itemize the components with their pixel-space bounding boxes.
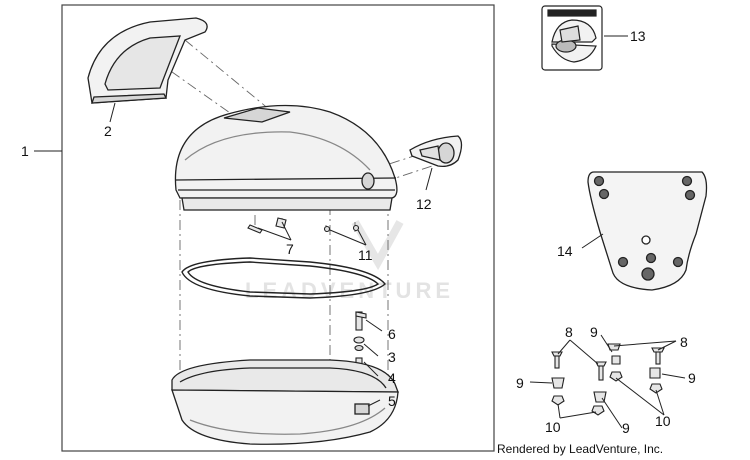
callout-6: 6 [388, 326, 396, 342]
callout-9: 9 [622, 420, 630, 436]
watermark: LEADVENTURE [245, 220, 454, 303]
top-case-base-part-1 [171, 359, 399, 445]
label-part-13 [541, 5, 603, 71]
svg-text:LEADVENTURE: LEADVENTURE [245, 278, 454, 303]
callout-9: 9 [688, 370, 696, 386]
callout-2: 2 [104, 123, 112, 139]
hardware-parts-3-4-6 [353, 311, 367, 367]
top-case-lid-part-1 [174, 104, 398, 211]
callout-5: 5 [388, 393, 396, 409]
callout-14: 14 [557, 243, 573, 259]
callout-12: 12 [416, 196, 432, 212]
callout-13: 13 [630, 28, 646, 44]
leader-lines [34, 35, 686, 429]
callout-3: 3 [388, 349, 396, 365]
fastener-set-8-9-10 [551, 343, 665, 416]
nuts-part-11 [323, 224, 360, 233]
callout-10: 10 [655, 413, 671, 429]
handle-part-12 [409, 135, 463, 168]
callout-10: 10 [545, 419, 561, 435]
assembly-frame [61, 4, 495, 452]
lid-panel-part-2 [87, 17, 208, 104]
callout-1: 1 [21, 143, 29, 159]
mounting-plate-part-14 [587, 171, 708, 291]
callout-9: 9 [516, 375, 524, 391]
callout-4: 4 [388, 370, 396, 386]
callout-8: 8 [680, 334, 688, 350]
rendered-by-footer: Rendered by LeadVenture, Inc. [497, 442, 664, 456]
callout-8: 8 [565, 324, 573, 340]
callout-7: 7 [286, 241, 294, 257]
callout-11: 11 [358, 247, 373, 263]
gasket-ring [181, 257, 386, 299]
callout-9: 9 [590, 324, 598, 340]
